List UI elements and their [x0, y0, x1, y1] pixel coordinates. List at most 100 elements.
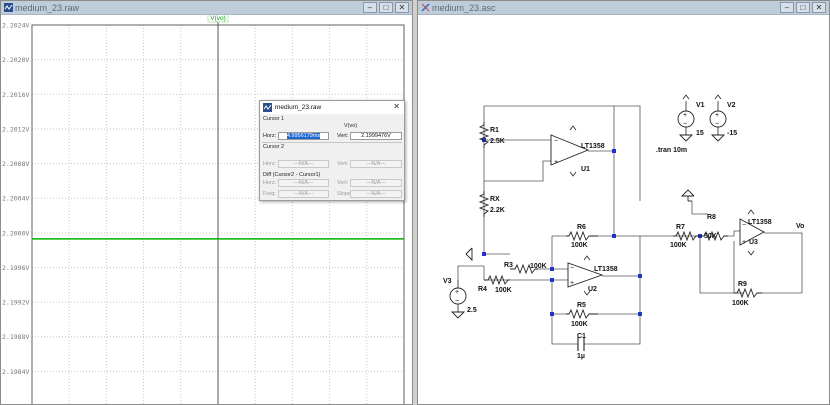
diff-horz-field[interactable]: ---N/A---: [278, 179, 329, 187]
u1-name: U1: [581, 166, 590, 173]
cursor2-horz-label: Horz:: [263, 161, 277, 167]
cursor2-vert-field[interactable]: ---N/A---: [350, 160, 402, 168]
close-button[interactable]: ✕: [395, 2, 409, 13]
u3-minus: −: [742, 222, 746, 229]
y-tick-label: 2.2012V: [2, 125, 29, 133]
r7-value: 100K: [670, 242, 687, 249]
separator: [262, 142, 402, 143]
u2-name: U2: [588, 286, 597, 293]
vert-value-field[interactable]: 2.1999476V: [350, 132, 402, 140]
trace-label-box: [207, 15, 229, 23]
y-tick-label: 2.1984V: [2, 368, 29, 376]
cursor-dialog-titlebar[interactable]: medium_23.raw ✕: [260, 101, 404, 114]
svg-text:+: +: [715, 112, 719, 119]
ground-icon: [465, 247, 473, 262]
svg-text:+: +: [455, 289, 459, 296]
r7-name: R7: [676, 224, 685, 231]
trace-label[interactable]: V(vo): [210, 15, 226, 22]
diff-vert-field[interactable]: ---N/A---: [350, 179, 402, 187]
ground-icon: [678, 134, 694, 142]
u1-plus: +: [554, 159, 558, 166]
schematic-window: medium_23.asc – □ ✕: [417, 0, 830, 405]
r5-name: R5: [577, 302, 586, 309]
ground-icon: [710, 134, 726, 142]
y-tick-label: 2.1980V: [2, 403, 29, 405]
r6-value: 100K: [571, 242, 588, 249]
slope-field[interactable]: ---N/A---: [350, 190, 402, 198]
v2-value: -15: [727, 130, 737, 137]
rx-value: 2.2K: [490, 207, 505, 214]
freq-field[interactable]: ---N/A---: [278, 190, 329, 198]
close-button[interactable]: ✕: [812, 2, 826, 13]
r1-value: 2.5K: [490, 138, 505, 145]
vert-label: Vert:: [337, 133, 349, 139]
resistor-rx: [478, 191, 490, 217]
y-tick-label: 2.2020V: [2, 56, 29, 64]
resistor-r6: [566, 230, 598, 242]
waveform-app-icon: [4, 3, 13, 12]
c1-value: 1µ: [577, 353, 585, 360]
v1-value: 15: [696, 130, 704, 137]
horz-value-field[interactable]: 4.9956179ms: [278, 132, 329, 140]
r3-name: R3: [504, 262, 513, 269]
restore-button[interactable]: □: [379, 2, 393, 13]
capacitor-c1: [577, 337, 585, 351]
slope-label: Slope:: [337, 191, 353, 197]
waveform-window-title: medium_23.raw: [15, 3, 80, 13]
resistor-r9: [734, 287, 762, 299]
r4-value: 100K: [495, 287, 512, 294]
opamp-u2: [567, 262, 604, 288]
waveform-titlebar[interactable]: medium_23.raw – □ ✕: [1, 1, 412, 15]
resistor-r1: [478, 122, 490, 148]
close-icon[interactable]: ✕: [393, 102, 400, 111]
u1-model: LT1358: [581, 143, 605, 150]
waveform-app-icon: [263, 103, 272, 112]
cursor-dialog-title: medium_23.raw: [275, 104, 322, 111]
cursor2-vert-label: Vert:: [337, 161, 349, 167]
u1-minus: −: [554, 138, 558, 145]
r1-name: R1: [490, 127, 499, 134]
resistor-r7: [673, 230, 700, 242]
u2-model: LT1358: [594, 266, 618, 273]
freq-label: Freq:: [263, 191, 276, 197]
y-tick-label: 2.2000V: [2, 229, 29, 237]
minimize-button[interactable]: –: [780, 2, 794, 13]
minimize-button[interactable]: –: [363, 2, 377, 13]
c1-name: C1: [577, 333, 586, 340]
y-tick-label: 2.1992V: [2, 299, 29, 307]
schematic-titlebar[interactable]: medium_23.asc – □ ✕: [418, 1, 829, 15]
diff-label: Diff (Cursor2 - Cursor1): [263, 172, 321, 178]
ground-icon: [450, 311, 466, 319]
schematic-canvas[interactable]: − + − + − + + − + − + −: [418, 15, 830, 405]
waveform-plot[interactable]: 2.2024V2.2020V2.2016V2.2012V2.2008V2.200…: [1, 15, 413, 405]
v1-name: V1: [696, 102, 705, 109]
cursor2-horz-field[interactable]: ---N/A---: [278, 160, 329, 168]
ground-symbols: [450, 134, 726, 319]
resistors: [478, 122, 762, 320]
schematic-background: [418, 15, 829, 404]
rx-name: RX: [490, 196, 500, 203]
restore-button[interactable]: □: [796, 2, 810, 13]
net-label-vo: Vo: [796, 223, 804, 230]
u3-plus: +: [742, 239, 746, 246]
r3-value: 100K: [530, 263, 547, 270]
svg-text:−: −: [455, 298, 459, 305]
y-tick-label: 2.2016V: [2, 91, 29, 99]
plot-background: [1, 15, 412, 404]
u2-minus: −: [570, 265, 574, 272]
resistor-r5: [566, 308, 598, 320]
r6-name: R6: [577, 224, 586, 231]
opamps: [550, 134, 765, 288]
resistor-r3: [510, 263, 538, 275]
tran-directive: .tran 10m: [656, 147, 687, 154]
u3-model: LT1358: [748, 219, 772, 226]
resistor-r8: [700, 230, 728, 242]
y-tick-label: 2.1996V: [2, 264, 29, 272]
cursor1-trace: V(vo): [344, 123, 358, 129]
svg-text:−: −: [715, 121, 719, 128]
y-tick-label: 2.1988V: [2, 333, 29, 341]
r8-value: 50K: [704, 233, 717, 240]
svg-text:−: −: [683, 121, 687, 128]
schematic-window-title: medium_23.asc: [432, 3, 496, 13]
